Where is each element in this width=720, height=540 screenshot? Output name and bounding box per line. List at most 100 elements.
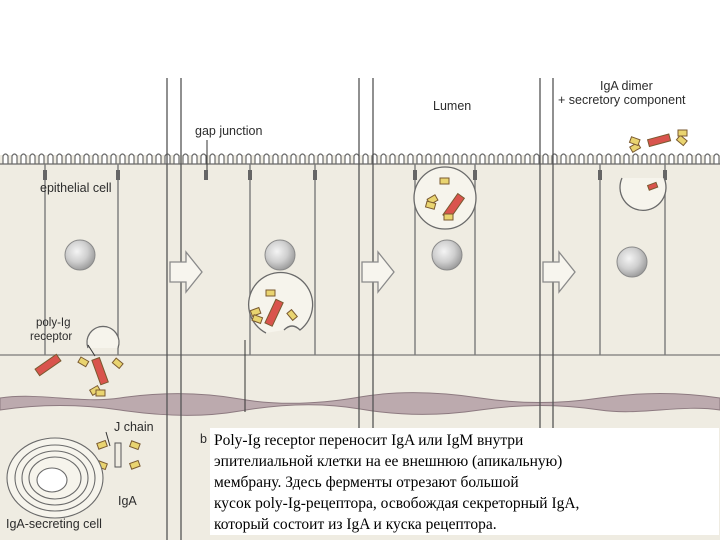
microvillus [353,153,360,164]
arrow-step-2 [361,250,395,294]
caption-line-3: мембрану. Здесь ферменты отрезают большо… [214,474,519,491]
microvillus [272,153,279,164]
caption-line-2: эпителиальной клетки на ее внешнюю (апик… [214,453,563,470]
nucleus-cell-2 [264,239,296,271]
released-secretory-iga [628,129,688,153]
caption-text: Poly-Ig receptor переносит IgA или IgM в… [210,428,719,535]
plasma-cell [6,437,104,519]
label-iga-dimer: IgA dimer [600,79,653,93]
microvillus [227,153,234,164]
nuclei [64,239,648,278]
microvillus [515,153,522,164]
microvillus [344,153,351,164]
microvillus [173,153,180,164]
tight-junctions [43,170,667,180]
microvillus [398,153,405,164]
microvillus [299,153,306,164]
microvillus [2,153,9,164]
microvilli [2,153,720,164]
microvillus [335,153,342,164]
microvillus [578,153,585,164]
microvillus [308,153,315,164]
microvillus [416,153,423,164]
microvillus [263,153,270,164]
microvillus [200,153,207,164]
microvillus [101,153,108,164]
microvillus [542,153,549,164]
microvillus [605,153,612,164]
microvillus [659,153,666,164]
microvillus [128,153,135,164]
label-poly-ig: poly-Ig [36,317,71,329]
microvillus [137,153,144,164]
microvillus [569,153,576,164]
microvillus [281,153,288,164]
free-receptor-basal [34,353,62,377]
microvillus [614,153,621,164]
microvillus [92,153,99,164]
microvillus [488,153,495,164]
microvillus [596,153,603,164]
caption-line-1: Poly-Ig receptor переносит IgA или IgM в… [214,432,524,449]
microvillus [704,153,711,164]
microvillus [254,153,261,164]
microvillus [623,153,630,164]
microvillus [650,153,657,164]
microvillus [461,153,468,164]
label-secretory-component: + secretory component [558,93,686,107]
label-gap-junction: gap junction [195,124,262,138]
microvillus [155,153,162,164]
microvillus [443,153,450,164]
microvillus [389,153,396,164]
nucleus-cell-3 [431,239,463,271]
complex-vesicle-2 [249,289,298,327]
microvillus [218,153,225,164]
lumen-background [0,0,720,155]
microvillus [326,153,333,164]
label-receptor: receptor [30,331,72,343]
microvillus [425,153,432,164]
microvillus [146,153,153,164]
microvillus [362,153,369,164]
microvillus [83,153,90,164]
step-arrows [169,250,576,294]
microvillus [47,153,54,164]
microvillus [713,153,720,164]
arrow-step-1 [169,250,203,294]
microvillus [407,153,414,164]
caption-line-4: кусок poly-Ig-рецептора, освобождая секр… [214,495,580,512]
microvillus [209,153,216,164]
microvillus [632,153,639,164]
microvillus [587,153,594,164]
microvillus [434,153,441,164]
label-iga: IgA [118,494,137,508]
microvillus [560,153,567,164]
nucleus-cell-1 [64,239,96,271]
microvillus [533,153,540,164]
label-lumen: Lumen [433,99,471,113]
microvillus [11,153,18,164]
microvillus [29,153,36,164]
microvillus [524,153,531,164]
microvillus [380,153,387,164]
arrow-step-3 [542,250,576,294]
label-j-chain: J chain [114,420,154,434]
caption-line-5: который состоит из IgA и куска рецептора… [214,516,497,533]
microvillus [668,153,675,164]
microvillus [110,153,117,164]
vesicle-apical [413,166,477,230]
microvillus [182,153,189,164]
microvillus [119,153,126,164]
microvillus [38,153,45,164]
microvillus [452,153,459,164]
basal-pit [86,325,120,349]
receptor-complexes [34,129,688,471]
microvillus [317,153,324,164]
microvillus [65,153,72,164]
microvillus [506,153,513,164]
label-iga-secreting-cell: IgA-secreting cell [6,517,102,531]
microvillus [641,153,648,164]
microvillus [74,153,81,164]
